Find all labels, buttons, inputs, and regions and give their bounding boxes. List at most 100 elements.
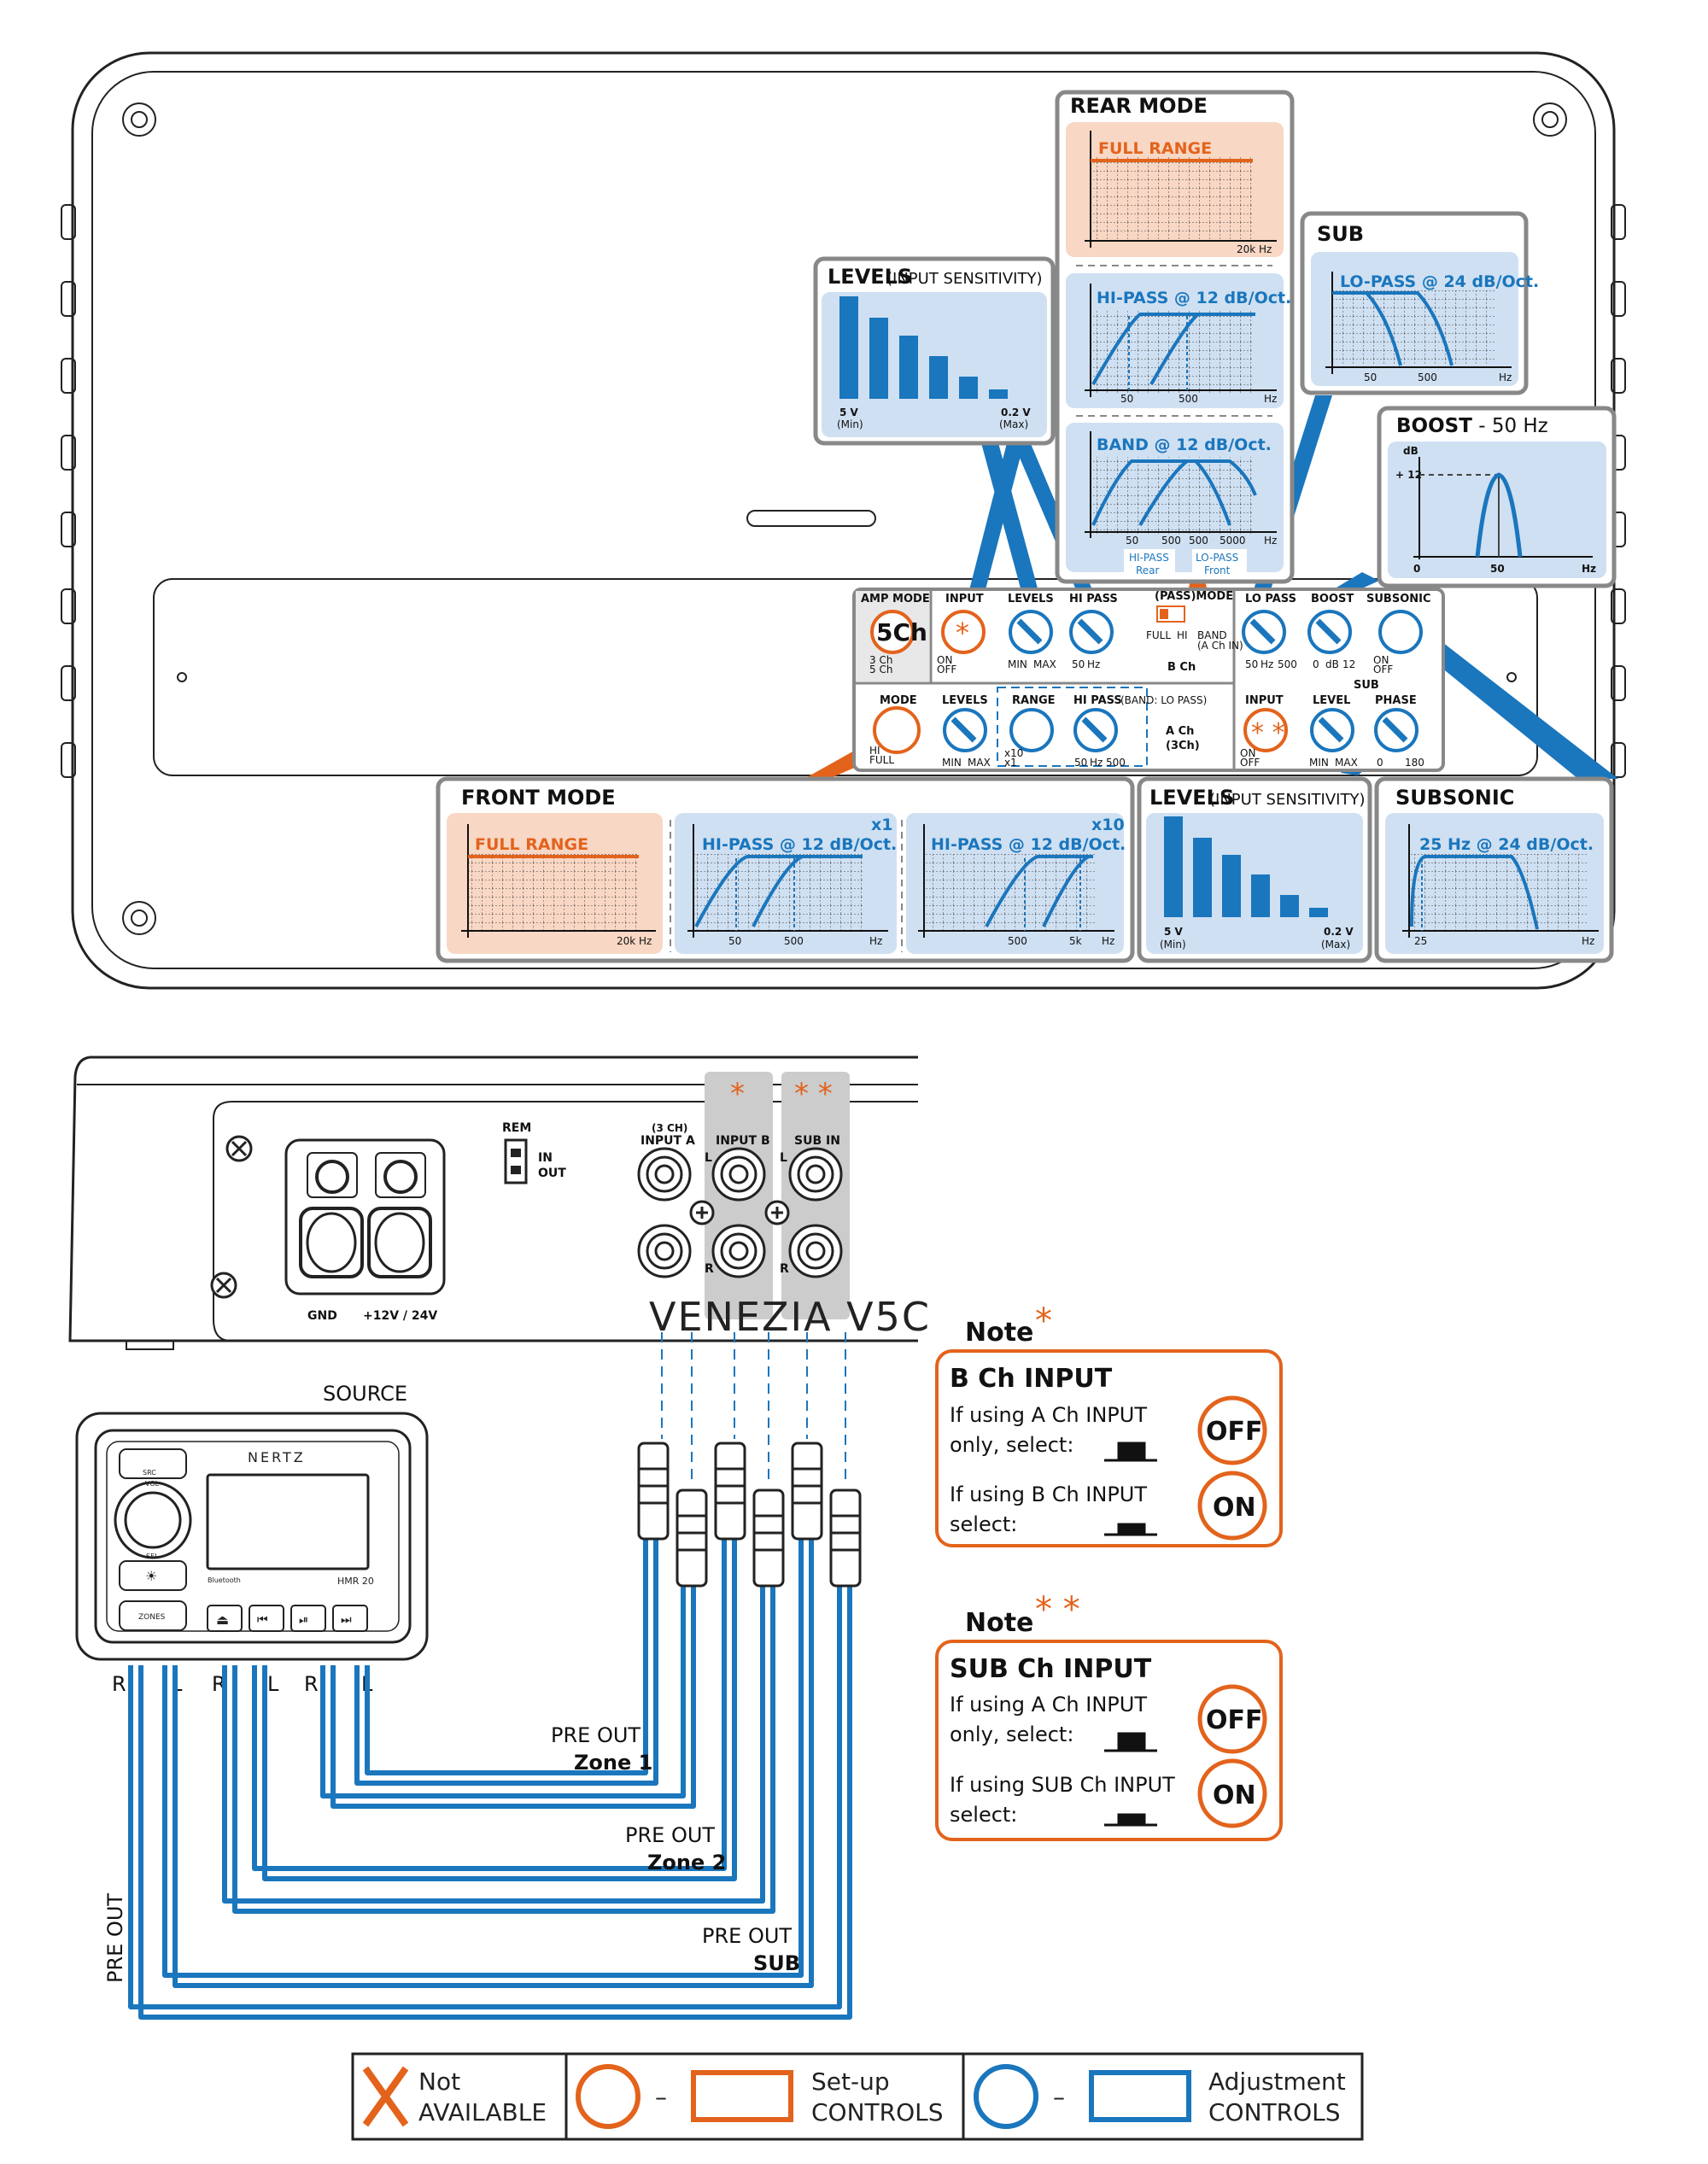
level-bar [1222,855,1241,917]
level-bar [899,336,918,399]
level-bar [1164,816,1183,917]
src-button[interactable] [119,1448,187,1479]
range-switch[interactable] [1009,708,1054,752]
legend-dash: – [1053,2083,1065,2111]
sub-input-stars: * * [1251,718,1285,748]
input-b-l: L [705,1151,712,1165]
front-hipass-hz: Hz [1090,757,1103,769]
front-mode-title: FRONT MODE [461,786,616,810]
hipass-50: 50 [1072,658,1085,670]
mode-full: FULL [869,754,894,766]
pass-band-note: (A Ch IN) [1197,640,1243,652]
rem-out-label: OUT [538,1167,566,1180]
legend: Not AVAILABLE – Set-up CONTROLS – Adjust… [351,2052,1364,2141]
eject-button[interactable] [207,1605,243,1632]
boost-0: 0 [1313,658,1319,670]
sel-label: SEL [146,1553,159,1560]
subsonic-filter: 25 Hz @ 24 dB/Oct. [1419,835,1594,854]
front-x1-tick: 50 [728,935,741,947]
rear-full-range: FULL RANGE [1098,139,1212,158]
legend-dash: – [655,2083,667,2111]
rear-mode-panel: REAR MODE FULL RANGE 20k Hz HI-PASS @ 12… [1055,90,1295,584]
on-button[interactable] [1197,1471,1267,1541]
level-bar [869,318,888,399]
prev-button[interactable] [249,1605,284,1632]
band-lp-sub: Front [1204,564,1231,576]
rear-band-tick: 5000 [1220,535,1246,547]
input-star: * [956,617,969,649]
boost-12: 12 [1342,658,1355,670]
adjustment-rect-icon [1089,2070,1191,2122]
levels-bottom-subtitle: (INPUT SENSITIVITY) [1209,791,1365,809]
sub-level-max: MAX [1335,757,1358,769]
lopass-500: 500 [1278,658,1297,670]
sub-in-label: SUB IN [794,1134,840,1148]
max-voltage: 0.2 V [1324,926,1354,938]
front-mode-panel: FRONT MODE FULL RANGE 20k Hz HI-PASS @ 1… [436,776,1135,963]
subsonic-tick: 25 [1414,935,1427,947]
source-title: SOURCE [323,1382,407,1406]
setup-circle-icon [576,2064,640,2129]
note-line: only, select: [950,1722,1073,1746]
front-levels-min: MIN [942,757,962,769]
zones-button[interactable] [119,1600,187,1631]
sub-tick: Hz [1499,371,1512,383]
off-button[interactable] [1197,1684,1267,1754]
off-label: OFF [1206,1417,1263,1447]
play-pause-button[interactable] [290,1605,326,1632]
note-sub-ch: Note * * SUB Ch INPUT If using A Ch INPU… [935,1590,1283,1841]
sub-in-r: R [780,1262,789,1276]
rear-hipass-tick: 500 [1179,393,1198,405]
phase-180: 180 [1405,757,1424,769]
brightness-button[interactable] [119,1560,187,1591]
mode-switch[interactable] [873,706,921,754]
boost-panel: BOOST - 50 Hz dB + 12 0 50 Hz [1377,406,1617,588]
legend-setup-controls: CONTROLS [811,2098,944,2126]
subsonic-switch[interactable] [1378,610,1423,654]
boost-title-freq: 50 Hz [1492,415,1548,437]
boost-fifty: 50 [1490,563,1505,575]
note-line: If using SUB Ch INPUT [950,1773,1175,1797]
zone1-label: Zone 1 [574,1751,652,1775]
levels-min: MIN [1008,658,1027,670]
power-label: +12V / 24V [363,1309,437,1323]
pass-hi: HI [1177,629,1188,641]
next-icon: ⏭ [341,1613,352,1627]
legend-not: Not [418,2067,460,2096]
zones-label: ZONES [138,1613,166,1622]
rem-in-label: IN [538,1151,553,1165]
setup-rect-icon [691,2070,793,2122]
front-hipass-x1-title: HI-PASS @ 12 dB/Oct. [702,835,897,854]
note-star: * * [1035,1590,1080,1629]
input-a-top: (3 CH) [652,1122,687,1134]
hipass-band-note: (BAND: LO PASS) [1120,694,1207,706]
next-button[interactable] [332,1605,368,1632]
remote-connector: REM IN OUT [502,1121,566,1184]
boost-title-sep: - [1472,415,1492,437]
lopass-hz: Hz [1261,658,1273,670]
input-switch[interactable] [941,610,986,654]
note-line: select: [950,1512,1017,1536]
front-full-range: FULL RANGE [475,835,588,854]
off-button[interactable] [1197,1395,1267,1465]
rear-mode-title: REAR MODE [1070,94,1208,118]
legend-available: AVAILABLE [418,2098,547,2126]
band-hp-sub: Rear [1136,564,1160,576]
boost-zero: 0 [1413,563,1420,575]
level-bar [1251,874,1270,917]
sub-panel: SUB LO-PASS @ 24 dB/Oct. 50 500 Hz [1300,211,1539,395]
levels-title: LEVELS [828,265,912,289]
front-x1: x1 [871,816,892,834]
levels-panel-bottom: LEVELS (INPUT SENSITIVITY) 5 V (Min) 0.2… [1137,776,1372,963]
adjustment-circle-icon [974,2064,1038,2129]
level-bar [929,356,948,399]
preout-zone2: PRE OUT [625,1823,715,1847]
wire-labels: PRE OUT Zone 1 PRE OUT Zone 2 PRE OUT SU… [103,1723,800,1983]
eject-icon: ⏏ [216,1611,229,1628]
sub-in-stars: * * [794,1077,833,1111]
note-line: only, select: [950,1433,1073,1457]
max-label: (Max) [1321,939,1350,950]
levels-max: MAX [1033,658,1056,670]
on-button[interactable] [1197,1758,1267,1828]
sub-input-switch[interactable] [1243,708,1288,752]
